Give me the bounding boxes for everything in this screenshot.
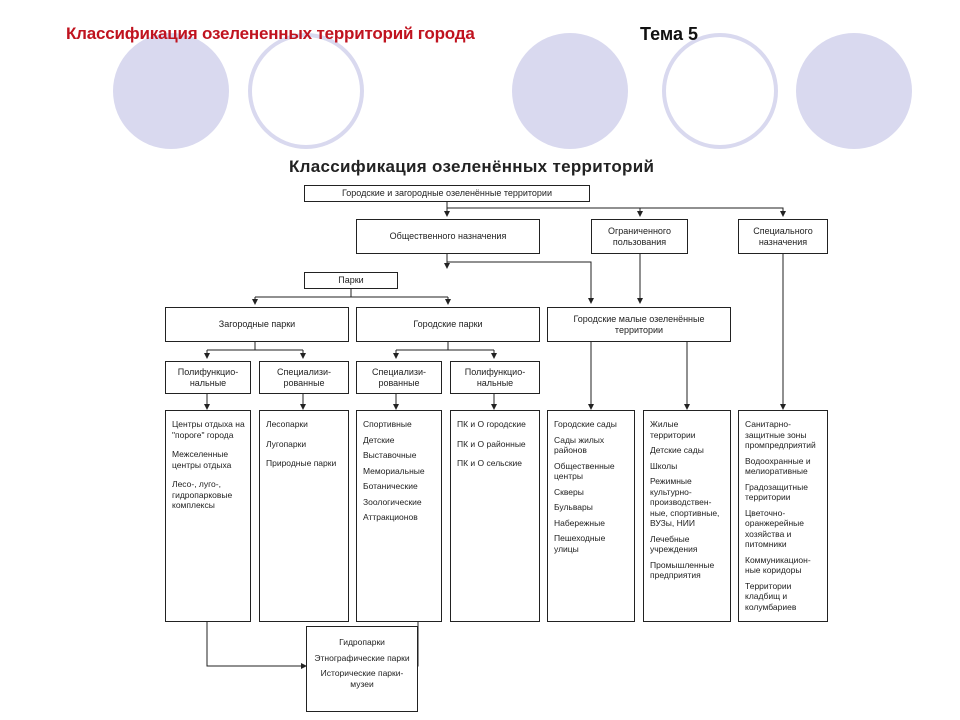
list-item: Школы xyxy=(650,460,678,471)
list-item: Исторические парки-музеи xyxy=(320,668,404,689)
list-item: Пешеходные улицы xyxy=(554,533,606,554)
theme-label: Тема 5 xyxy=(640,24,698,44)
list-item: Набережные xyxy=(554,517,605,528)
parks-box: Парки xyxy=(304,272,398,289)
list-item: Аттракционов xyxy=(363,512,418,522)
slide-title: Классификация озелененных территорий гор… xyxy=(66,24,475,43)
list-item: Центры отдыха на "пороге" города xyxy=(172,419,245,440)
multifunctional-city-box: Полифункцио-нальные xyxy=(450,361,540,394)
decor-circle-3 xyxy=(512,33,628,149)
public-use-box: Общественного назначения xyxy=(356,219,540,254)
list-item: Детские сады xyxy=(650,445,704,455)
list-item: Детские xyxy=(363,434,395,445)
list-item: Бульвары xyxy=(554,502,593,512)
list-item: Спортивные xyxy=(363,419,412,429)
suburban-parks-box: Загородные парки xyxy=(165,307,349,342)
list-item: ПК и О городские xyxy=(457,419,526,429)
list-item: Лечебные учреждения xyxy=(650,533,698,555)
list-item: Городские сады xyxy=(554,419,617,429)
list-item: Общественные центры xyxy=(554,460,615,482)
specialized-city-box: Специализи-рованные xyxy=(356,361,442,394)
list-item: Режимные культурно-производствен-ные, сп… xyxy=(650,476,720,528)
list-item: Межселенные центры отдыха xyxy=(172,449,232,470)
list-item: Территории кладбищ и колумбариев xyxy=(745,580,797,612)
list-item: Выставочные xyxy=(363,450,417,460)
list-item: Лесопарки xyxy=(266,419,308,429)
list-item: Водоохранные и мелиоративные xyxy=(745,455,811,477)
diagram-title: Классификация озеленённых территорий xyxy=(289,157,655,176)
list-item: Градозащитные территории xyxy=(745,481,808,503)
list-item: Сады жилых районов xyxy=(554,434,605,456)
list-item: Лесо-, луго-, гидропарковые комплексы xyxy=(172,479,233,510)
decor-circle-1 xyxy=(113,33,229,149)
list-item: Природные парки xyxy=(266,458,337,468)
list-item: Гидропарки xyxy=(339,637,385,647)
list-item: Промышленные предприятия xyxy=(650,559,715,581)
decor-circle-2 xyxy=(248,33,364,149)
special-use-box: Специального назначения xyxy=(738,219,828,254)
city-parks-box: Городские парки xyxy=(356,307,540,342)
list-item: Цветочно-оранжерейные хозяйства и питомн… xyxy=(745,507,805,550)
list-item: Этнографические парки xyxy=(314,652,410,663)
list-item: Жилые территории xyxy=(650,419,696,440)
top-category-box: Городские и загородные озеленённые терри… xyxy=(304,185,590,202)
city-multifunctional-list: ПК и О городские ПК и О районные ПК и О се… xyxy=(450,410,540,622)
decor-circle-4 xyxy=(662,33,778,149)
small-territories-box: Городские малые озеленённые территории xyxy=(547,307,731,342)
list-item: ПК и О сельские xyxy=(457,458,523,468)
limited-use-box: Ограниченного пользования xyxy=(591,219,688,254)
specialized-suburban-box: Специализи-рованные xyxy=(259,361,349,394)
multifunctional-suburban-box: Полифункцио-нальные xyxy=(165,361,251,394)
list-item: Ботанические xyxy=(363,481,418,491)
list-item: Скверы xyxy=(554,486,584,497)
list-item: Мемориальные xyxy=(363,465,425,476)
list-item: Зоологические xyxy=(363,496,422,507)
list-item: Санитарно-защитные зоны промпредприятий xyxy=(745,419,816,450)
decor-circle-5 xyxy=(796,33,912,149)
list-item: Лугопарки xyxy=(266,438,307,449)
list-item: Коммуникацион-ные коридоры xyxy=(745,554,811,576)
list-item: ПК и О районные xyxy=(457,438,526,449)
